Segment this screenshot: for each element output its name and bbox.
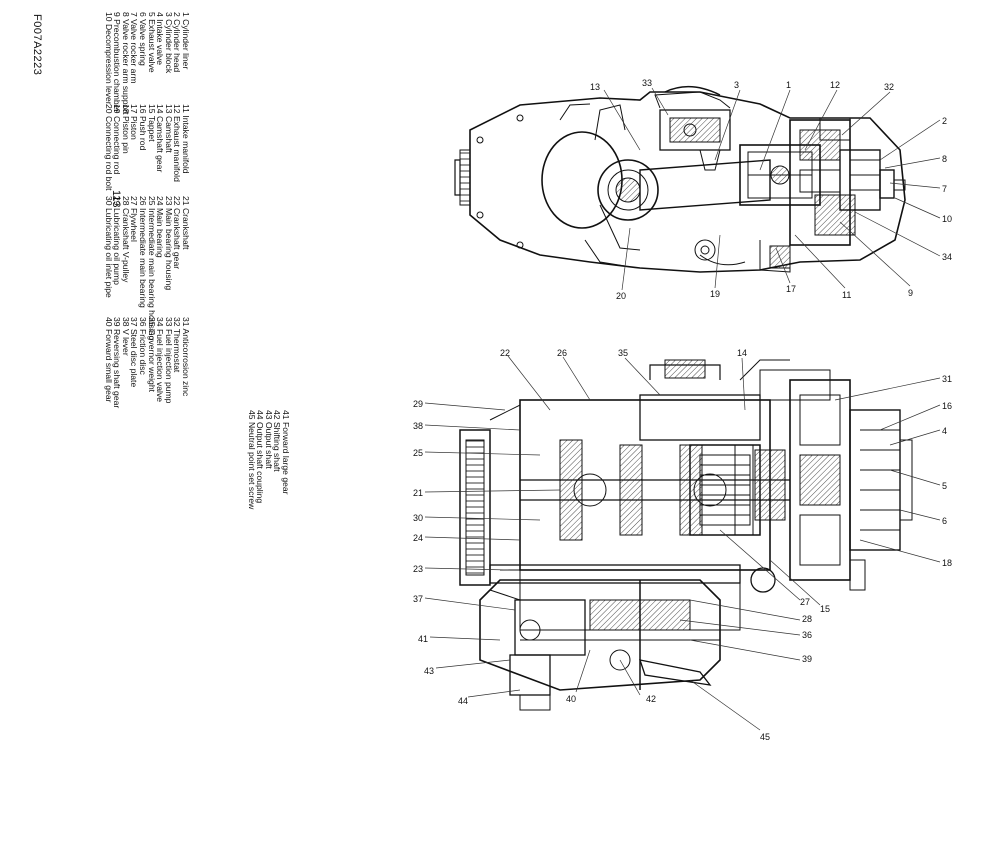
- callout-number: 29: [413, 399, 423, 409]
- engine-cross-section-drawing: [454, 86, 906, 273]
- callout-number: 4: [942, 426, 947, 436]
- callout-number: 25: [413, 448, 423, 458]
- flywheel-housing-outline: [454, 91, 906, 273]
- callout-number: 26: [557, 348, 567, 358]
- callout-number: 18: [942, 558, 952, 568]
- callout-number: 42: [646, 694, 656, 704]
- callout-number: 16: [942, 401, 952, 411]
- callout-number: 3: [734, 80, 739, 90]
- callout-number: 35: [618, 348, 628, 358]
- callout-number: 13: [590, 82, 600, 92]
- callout-number: 28: [802, 614, 812, 624]
- callout-number: 43: [424, 666, 434, 676]
- callout-number: 34: [942, 252, 952, 262]
- callout-number: 19: [710, 289, 720, 299]
- callout-number: 30: [413, 513, 423, 523]
- callout-number: 20: [616, 291, 626, 301]
- callout-number: 7: [942, 184, 947, 194]
- cylinders-and-pistons: [639, 394, 786, 536]
- callout-number: 5: [942, 481, 947, 491]
- callout-number: 32: [884, 82, 894, 92]
- crankshaft-section: [519, 399, 790, 571]
- callout-number: 37: [413, 594, 423, 604]
- connecting-rod-and-piston: [639, 144, 821, 211]
- callout-number: 22: [500, 348, 510, 358]
- callout-number: 41: [418, 634, 428, 644]
- callout-number: 12: [830, 80, 840, 90]
- engine-mounts-and-pipes: [649, 359, 790, 381]
- callout-number: 36: [802, 630, 812, 640]
- bottom-callout-numbers: 22 26 35 14 31 16 4 5 6 18 15 27 28 36 3…: [413, 348, 952, 742]
- front-pulley-and-fan: [459, 404, 521, 601]
- callout-number: 14: [737, 348, 747, 358]
- callout-number: 6: [942, 516, 947, 526]
- oil-pan-and-filter: [694, 239, 791, 273]
- callout-number: 45: [760, 732, 770, 742]
- callout-number: 9: [908, 288, 913, 298]
- top-callout-leaders: [603, 87, 941, 291]
- callout-number: 44: [458, 696, 468, 706]
- callout-number: 23: [413, 564, 423, 574]
- callout-number: 10: [942, 214, 952, 224]
- callout-number: 27: [800, 597, 810, 607]
- callout-number: 40: [566, 694, 576, 704]
- crankcase-section: [541, 103, 659, 267]
- reversing-gear-box: [479, 579, 721, 711]
- callout-number: 31: [942, 374, 952, 384]
- callout-number: 1: [786, 80, 791, 90]
- callout-number: 11: [842, 290, 851, 300]
- callout-number: 33: [642, 78, 652, 88]
- injection-pump-and-manifold: [654, 86, 731, 171]
- callout-number: 17: [786, 284, 796, 294]
- callout-number: 21: [413, 488, 423, 498]
- engine-longitudinal-section-drawing: [459, 359, 913, 711]
- bottom-callout-leaders: [424, 355, 941, 731]
- top-callout-numbers: 13 33 3 1 12 32 2 8 7 10 34 9 11 17 19 2…: [590, 78, 952, 301]
- callout-number: 39: [802, 654, 812, 664]
- callout-number: 8: [942, 154, 947, 164]
- cylinder-head-section: [789, 117, 906, 246]
- callout-number: 2: [942, 116, 947, 126]
- callout-number: 38: [413, 421, 423, 431]
- cylinder-head-and-valves: [759, 369, 913, 591]
- callout-number: 15: [820, 604, 830, 614]
- callout-number: 24: [413, 533, 423, 543]
